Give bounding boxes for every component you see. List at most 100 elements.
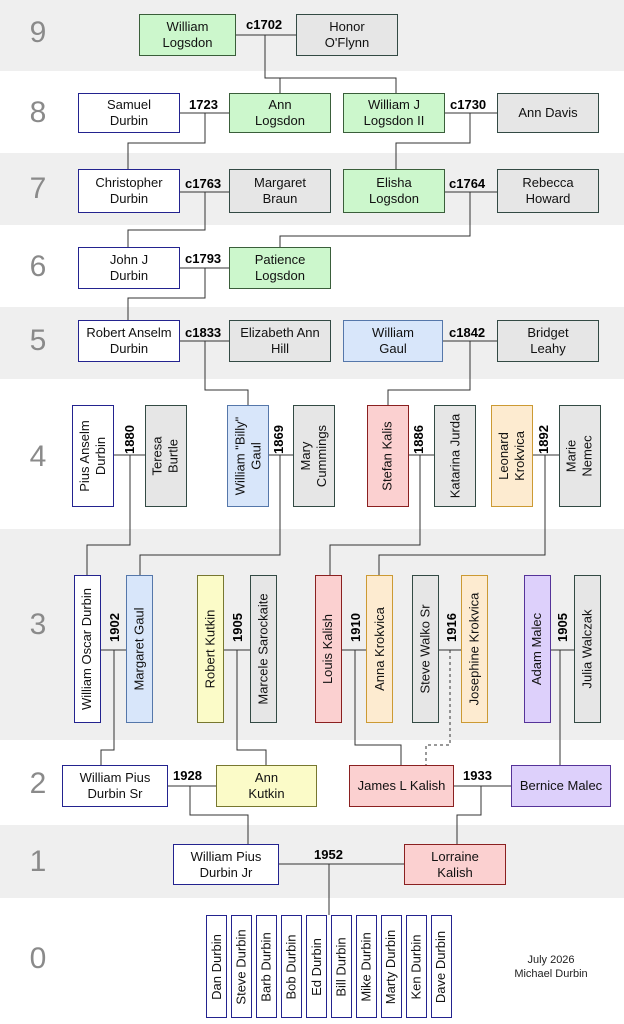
person-box: Leonard Krokvica — [491, 405, 533, 507]
credit-author: Michael Durbin — [514, 968, 588, 980]
person-box: Ann Kutkin — [216, 765, 317, 807]
person-name: William "Billy" Gaul — [232, 416, 263, 496]
generation-label-5: 5 — [29, 324, 47, 357]
person-box: Robert Anselm Durbin — [78, 320, 180, 362]
person-box: Patience Logsdon — [229, 247, 331, 289]
generation-label-8: 8 — [29, 96, 47, 129]
marriage-year: 1880 — [121, 425, 137, 454]
child-box: Steve Durbin — [231, 915, 252, 1018]
person-box: William Logsdon — [139, 14, 236, 56]
child-box: Dan Durbin — [206, 915, 227, 1018]
child-box: Bob Durbin — [281, 915, 302, 1018]
marriage-year: 1902 — [106, 613, 122, 642]
person-box: Stefan Kalis — [367, 405, 409, 507]
child-name: Dave Durbin — [433, 930, 449, 1003]
credit-date: July 2026 — [527, 954, 575, 966]
child-name: Steve Durbin — [233, 928, 249, 1005]
person-box: Louis Kalish — [315, 575, 342, 723]
person-box: Julia Walczak — [574, 575, 601, 723]
person-box: William J Logsdon II — [343, 93, 445, 133]
generation-label-3: 3 — [29, 608, 47, 641]
person-box: Josephine Krokvica — [461, 575, 488, 723]
person-name: Stefan Kalis — [380, 421, 395, 491]
generation-band-3 — [0, 529, 624, 740]
marriage-year: 1952 — [314, 847, 343, 862]
person-box: Lorraine Kalish — [404, 844, 506, 885]
generation-label-1: 1 — [29, 845, 47, 878]
generation-label-7: 7 — [29, 172, 47, 205]
child-name: Mike Durbin — [358, 931, 374, 1002]
person-box: John J Durbin — [78, 247, 180, 289]
person-box: Margaret Gaul — [126, 575, 153, 723]
marriage-year: 1892 — [535, 425, 551, 454]
marriage-year: 1723 — [189, 97, 218, 112]
person-box: Christopher Durbin — [78, 169, 180, 213]
person-box: Rebecca Howard — [497, 169, 599, 213]
person-box: Elisha Logsdon — [343, 169, 445, 213]
person-name: Adam Malec — [529, 612, 545, 686]
person-box: Bernice Malec — [511, 765, 611, 807]
generation-label-6: 6 — [29, 250, 47, 283]
child-box: Mike Durbin — [356, 915, 377, 1018]
child-name: Marty Durbin — [383, 929, 399, 1004]
marriage-year: c1793 — [185, 251, 222, 266]
generation-label-2: 2 — [29, 767, 47, 800]
person-name: Louis Kalish — [320, 613, 336, 685]
marriage-year: 1928 — [173, 768, 202, 783]
child-name: Dan Durbin — [208, 933, 224, 1000]
marriage-year: 1916 — [443, 613, 459, 642]
person-box: Bridget Leahy — [497, 320, 599, 362]
person-box: Adam Malec — [524, 575, 551, 723]
person-name: Julia Walczak — [579, 609, 595, 689]
person-box: Mary Cummings — [293, 405, 335, 507]
person-box: Pius Anselm Durbin — [72, 405, 114, 507]
person-name: Pius Anselm Durbin — [77, 420, 109, 492]
person-box: William Pius Durbin Jr — [173, 844, 279, 885]
generation-label-0: 0 — [29, 942, 47, 975]
person-box: Teresa Burtle — [145, 405, 187, 507]
generation-label-4: 4 — [29, 440, 47, 473]
child-box: Marty Durbin — [381, 915, 402, 1018]
marriage-year: 1910 — [347, 613, 363, 642]
marriage-year: 1905 — [229, 613, 245, 642]
marriage-year: c1764 — [449, 176, 486, 191]
marriage-year: 1933 — [463, 768, 492, 783]
person-box: Samuel Durbin — [78, 93, 180, 133]
marriage-year: 1869 — [270, 425, 286, 454]
person-box: William Pius Durbin Sr — [62, 765, 168, 807]
person-name: Anna Krokvica — [371, 607, 387, 691]
person-box: Ann Logsdon — [229, 93, 331, 133]
marriage-year: 1905 — [554, 613, 570, 642]
person-name: Marie Nemec — [564, 435, 595, 477]
person-box: William Gaul — [343, 320, 443, 362]
person-box: William "Billy" Gaul — [227, 405, 269, 507]
person-box: Anna Krokvica — [366, 575, 393, 723]
child-name: Barb Durbin — [258, 931, 274, 1002]
generation-band-1 — [0, 825, 624, 898]
person-name: Josephine Krokvica — [466, 592, 482, 706]
marriage-year: c1730 — [450, 97, 487, 112]
child-name: Bill Durbin — [333, 936, 349, 997]
credit-block: July 2026 Michael Durbin — [496, 953, 606, 981]
child-box: Ken Durbin — [406, 915, 427, 1018]
person-name: Margaret Gaul — [131, 607, 147, 691]
child-box: Dave Durbin — [431, 915, 452, 1018]
generation-label-9: 9 — [29, 16, 47, 49]
person-box: Ann Davis — [497, 93, 599, 133]
person-box: Katarina Jurda — [434, 405, 476, 507]
person-name: Katarina Jurda — [447, 413, 462, 499]
person-box: James L Kalish — [349, 765, 454, 807]
marriage-year: c1842 — [449, 325, 486, 340]
person-name: Robert Kutkin — [202, 609, 218, 689]
person-box: Margaret Braun — [229, 169, 331, 213]
child-name: Ed Durbin — [308, 937, 324, 996]
person-box: Elizabeth Ann Hill — [229, 320, 331, 362]
marriage-year: c1833 — [185, 325, 222, 340]
child-name: Bob Durbin — [283, 933, 299, 1000]
person-box: Robert Kutkin — [197, 575, 224, 723]
marriage-year: 1886 — [410, 425, 426, 454]
child-box: Bill Durbin — [331, 915, 352, 1018]
person-name: Steve Walko Sr — [417, 604, 433, 694]
